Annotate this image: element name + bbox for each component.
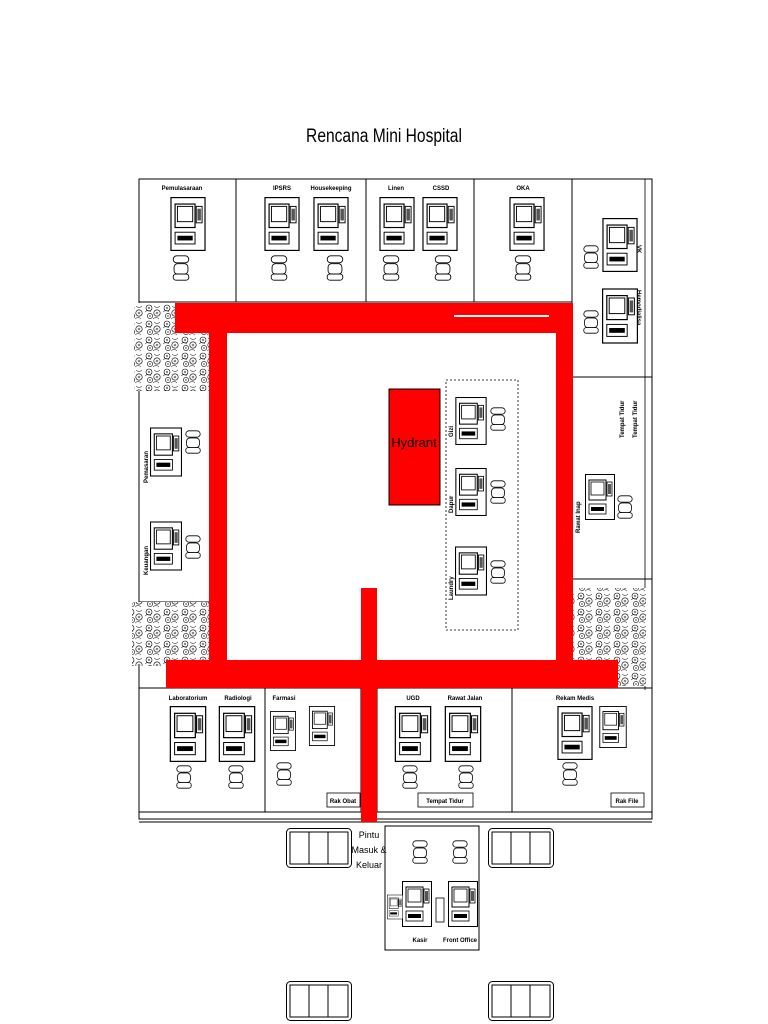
entrance-label-line1: Pintu: [359, 830, 380, 840]
room-label-keuangan: Keuangan: [144, 546, 150, 575]
room-label-pemulasaraan: Pemulasaraan: [162, 186, 203, 192]
red-corridor: [166, 303, 618, 822]
room-label-hemodialisa: Hemodialisa: [635, 290, 641, 326]
plan-title: Rencana Mini Hospital: [306, 126, 462, 147]
room-label-pemasaran: Pemasaran: [144, 451, 150, 483]
desk-with-computer-icon: [387, 880, 478, 928]
desk-with-computer-icon: [455, 397, 487, 596]
room-label-farmasi: Farmasi: [272, 696, 295, 702]
room-label-tempat-tidur-2: Tempat Tidur: [633, 400, 639, 438]
entrance-label-line3: Keluar: [356, 860, 382, 870]
room-label-laundry: Laundry: [449, 576, 455, 600]
room-label-housekeeping: Housekeeping: [310, 186, 351, 192]
room-label-vk: VK: [635, 245, 641, 254]
rak-obat-label: Rak Obat: [330, 799, 356, 805]
desk-with-computer-icon: [150, 427, 182, 571]
room-label-front-office: Front Office: [443, 938, 478, 944]
room-label-ugd: UGD: [406, 696, 420, 702]
room-label-cssd: CSSD: [433, 186, 450, 192]
desk-with-computer-icon: [170, 197, 545, 251]
front-office-area: [384, 825, 480, 951]
tempat-tidur-box: [417, 792, 474, 808]
room-label-rawat-inap: Rawat Inap: [576, 501, 582, 533]
chair-icon: [185, 430, 201, 559]
cabinet-icon: [435, 897, 445, 923]
room-label-ipsrs: IPSRS: [273, 186, 291, 192]
chair-icon: [172, 255, 532, 281]
hydrant-label: Hydrant: [391, 435, 437, 450]
room-label-radiologi: Radiologi: [224, 696, 252, 702]
plants-icon: [132, 602, 214, 666]
room-label-laboratorium: Laboratorium: [169, 696, 208, 702]
entrance-label-line2: Masuk &: [351, 845, 386, 855]
tempat-tidur-bottom-label: Tempat Tidur: [426, 799, 464, 805]
room-label-dapur: Dapur: [449, 495, 455, 513]
room-label-rawat-jalan: Rawat Jalan: [448, 696, 483, 702]
rak-file-label: Rak File: [615, 799, 639, 805]
rak-file-box: [610, 792, 645, 808]
hydrant-box: [388, 388, 441, 506]
rak-obat-box: [326, 792, 361, 808]
desk-with-computer-icon: [169, 706, 627, 762]
room-label-rekam-medis: Rekam Medis: [556, 696, 595, 702]
room-label-kasir: Kasir: [412, 938, 428, 944]
room-label-tempat-tidur-1: Tempat Tidur: [620, 400, 626, 438]
room-label-gizi: Gizi: [449, 426, 455, 437]
chair-icon: [490, 407, 506, 584]
room-label-linen: Linen: [388, 186, 404, 192]
room-label-oka: OKA: [516, 186, 530, 192]
chair-icon: [412, 840, 468, 864]
service-block: [445, 379, 519, 631]
